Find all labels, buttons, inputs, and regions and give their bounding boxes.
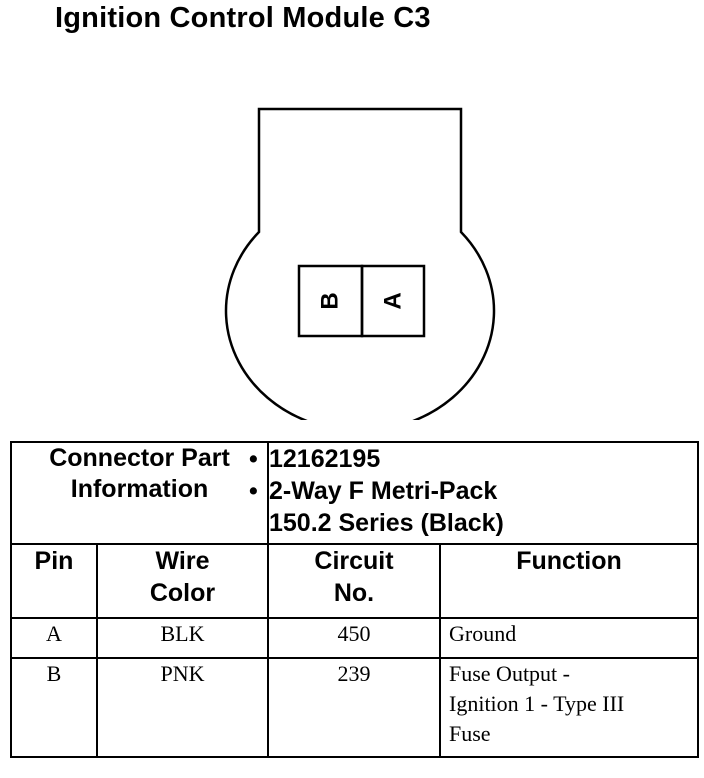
table-row: A BLK 450 Ground — [10, 617, 700, 659]
part-desc-line1: • 2-Way F Metri-Pack — [249, 475, 697, 507]
wire-color-cell: PNK — [96, 657, 269, 758]
col-header-circuit-text2: No. — [333, 579, 375, 607]
col-header-circuit: Circuit No. — [267, 543, 441, 619]
column-header-row: Pin Wire Color Circuit No. Function — [10, 543, 700, 619]
function-line: Fuse Output - — [449, 661, 570, 686]
part-info-value-cell: • 12162195 • 2-Way F Metri-Pack 150.2 Se… — [249, 441, 700, 545]
col-header-wire-color: Wire Color — [96, 543, 269, 619]
col-header-wire-text1: Wire — [155, 547, 210, 575]
function-cell: Ground — [438, 617, 700, 659]
col-header-circuit-text1: Circuit — [314, 547, 394, 575]
bullet: • — [249, 445, 258, 473]
page-title: Ignition Control Module C3 — [55, 2, 431, 34]
function-line: Ignition 1 - Type III — [449, 691, 625, 716]
connector-info-table: Connector Part Information • 12162195 • … — [10, 441, 700, 758]
table-row: B PNK 239 Fuse Output - Ignition 1 - Typ… — [10, 657, 700, 758]
part-desc-line2: 150.2 Series (Black) — [269, 509, 504, 537]
pin-label-a: A — [380, 292, 407, 309]
part-info-row: Connector Part Information • 12162195 • … — [10, 441, 700, 545]
part-info-label-line2: Information — [70, 475, 209, 503]
pin-cell: A — [10, 617, 98, 659]
col-header-function-text: Function — [516, 547, 622, 575]
col-header-function: Function — [438, 543, 700, 619]
bullet: • — [249, 477, 258, 505]
function-cell: Fuse Output - Ignition 1 - Type III Fuse — [438, 657, 700, 758]
pin-cell: B — [10, 657, 98, 758]
part-info-label-line1: Connector Part — [49, 444, 230, 472]
function-line: Ground — [449, 621, 517, 646]
circuit-cell: 450 — [267, 617, 441, 659]
part-desc-text1: 2-Way F Metri-Pack — [269, 477, 498, 505]
col-header-pin: Pin — [10, 543, 98, 619]
col-header-wire-text2: Color — [149, 579, 216, 607]
pin-label-b: B — [317, 292, 344, 309]
circuit-cell: 239 — [267, 657, 441, 758]
part-number-line: • 12162195 — [249, 443, 697, 475]
function-line: Fuse — [449, 721, 491, 746]
connector-outline — [224, 107, 496, 420]
pin-cavity-a — [360, 264, 426, 338]
part-info-label-cell: Connector Part Information — [10, 441, 269, 545]
wire-color-cell: BLK — [96, 617, 269, 659]
col-header-pin-text: Pin — [34, 547, 74, 575]
part-number: 12162195 — [269, 445, 381, 473]
connector-diagram: B A — [224, 107, 496, 420]
